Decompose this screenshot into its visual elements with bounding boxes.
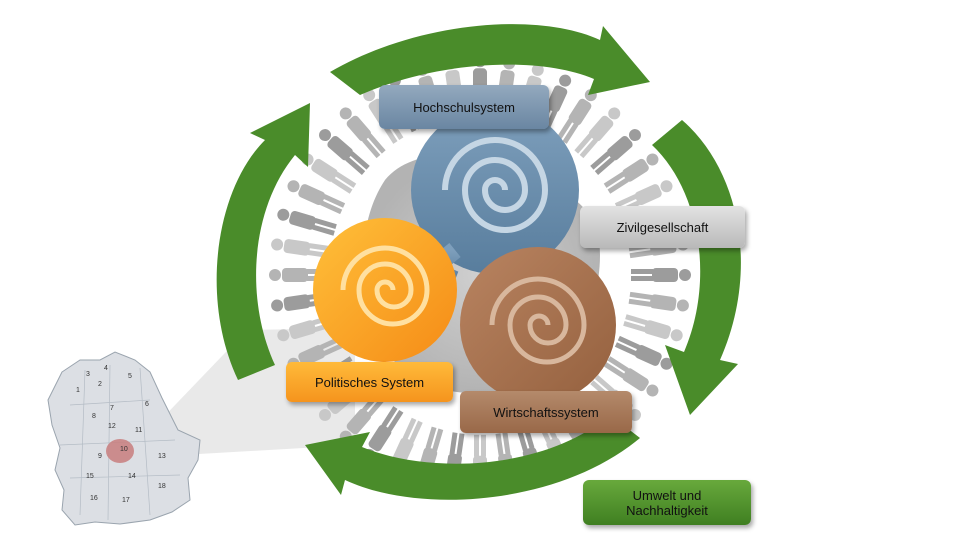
- green-arrow-bottom: [305, 415, 640, 500]
- green-arrow-left: [216, 103, 310, 380]
- map-region-label: 9: [98, 453, 102, 460]
- map-region-label: 10: [120, 446, 128, 453]
- person-silhouette: [277, 208, 337, 236]
- green-arrow-right: [652, 120, 741, 415]
- map-region-label: 18: [158, 483, 166, 490]
- map-region-label: 7: [110, 405, 114, 412]
- person-silhouette: [287, 180, 346, 215]
- map-region-label: 16: [90, 495, 98, 502]
- map-region-label: 17: [122, 497, 130, 504]
- person-silhouette: [590, 129, 641, 175]
- spiral-wirtschaftssystem: [460, 247, 616, 403]
- person-silhouette: [603, 356, 659, 397]
- map-region-label: 15: [86, 473, 94, 480]
- hochschulsystem-box: Hochschulsystem: [379, 85, 549, 129]
- person-silhouette: [603, 153, 659, 194]
- map-region-label: 2: [98, 381, 102, 388]
- map-region-label: 6: [145, 401, 149, 408]
- map-region-label: 4: [104, 365, 108, 372]
- bavaria-outline: [47, 351, 201, 526]
- green-arrow-top: [330, 24, 650, 96]
- person-silhouette: [556, 89, 597, 144]
- politisches-system-box: Politisches System: [286, 362, 453, 402]
- person-silhouette: [574, 107, 621, 159]
- cycle-arrows: [216, 24, 741, 500]
- map-region-label: 5: [128, 373, 132, 380]
- map-region-label: 1: [76, 387, 80, 394]
- map-region-label: 11: [135, 427, 142, 434]
- map-region-label: 14: [128, 473, 136, 480]
- zoom-cone: [130, 328, 355, 458]
- map-highlight-region: [106, 439, 134, 463]
- spiral-politisches-system: [313, 218, 457, 362]
- person-silhouette: [614, 335, 673, 370]
- wirtschaftssystem-box: Wirtschaftssystem: [460, 391, 632, 433]
- person-silhouette: [319, 129, 370, 175]
- person-silhouette: [339, 107, 386, 159]
- person-silhouette: [623, 314, 683, 342]
- person-silhouette: [628, 291, 689, 312]
- map-region-label: 12: [108, 423, 116, 430]
- umwelt-nachhaltigkeit-box: Umwelt und Nachhaltigkeit: [583, 480, 751, 525]
- map-region-label: 3: [86, 371, 90, 378]
- zivilgesellschaft-box: Zivilgesellschaft: [580, 206, 745, 248]
- map-region-label: 8: [92, 413, 96, 420]
- person-silhouette: [631, 268, 691, 282]
- map-region-label: 13: [158, 453, 166, 460]
